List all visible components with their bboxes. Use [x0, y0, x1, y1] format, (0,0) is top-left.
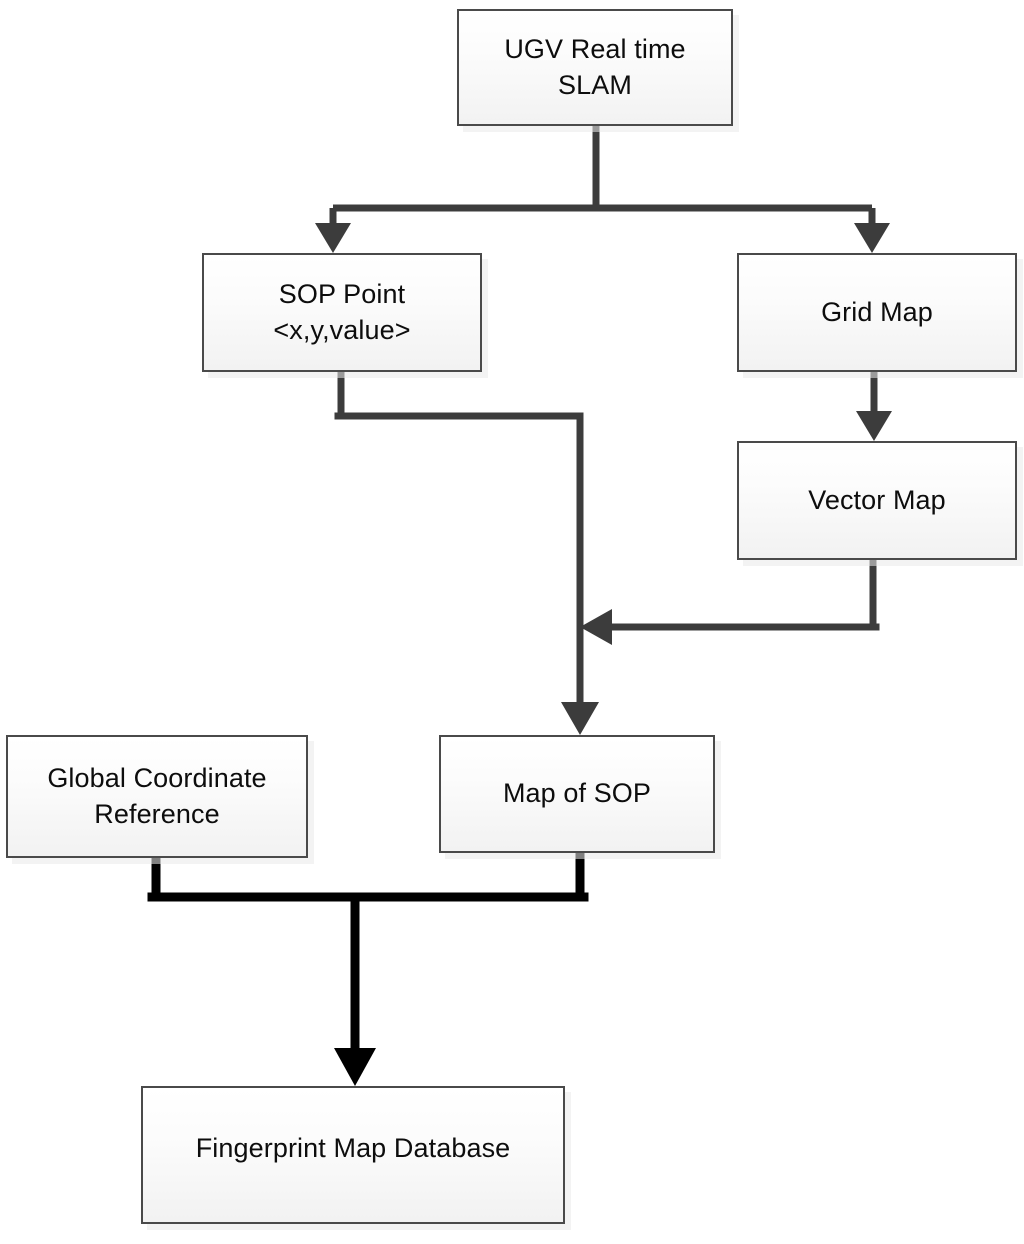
arrowhead-into-sop-trunk — [580, 609, 612, 645]
node-grid-map[interactable]: Grid Map — [737, 253, 1017, 372]
arrowhead-into-sop-point — [315, 223, 351, 253]
node-sop-point[interactable]: SOP Point <x,y,value> — [202, 253, 482, 372]
node-ugv-real-time-slam[interactable]: UGV Real time SLAM — [457, 9, 733, 126]
edge-sop-to-map-of-sop — [334, 368, 584, 710]
node-label-fingerprint-map-database: Fingerprint Map Database — [195, 1133, 511, 1164]
arrowhead-into-fingerprint-map-database — [334, 1048, 376, 1086]
edge-slam-to-children — [329, 126, 876, 228]
arrowhead-into-vector-map — [856, 411, 892, 441]
arrowhead-into-map-of-sop — [561, 702, 599, 735]
node-label-grid-map: Grid Map — [821, 296, 933, 327]
node-global-coordinate-reference[interactable]: Global Coordinate Reference — [6, 735, 308, 858]
node-map-of-sop[interactable]: Map of SOP — [439, 735, 715, 853]
node-label-vector-map: Vector Map — [808, 484, 946, 515]
node-label-map-of-sop: Map of SOP — [502, 778, 652, 809]
node-label-ugv-real-time-slam: UGV Real time SLAM — [504, 34, 686, 100]
node-fingerprint-map-database[interactable]: Fingerprint Map Database — [141, 1086, 565, 1224]
node-label-global-coordinate-reference: Global Coordinate Reference — [47, 763, 267, 829]
node-vector-map[interactable]: Vector Map — [737, 441, 1017, 560]
edge-merge-to-fingerprint — [147, 848, 589, 1057]
edge-vector-to-trunk — [606, 556, 880, 631]
arrowhead-into-grid-map — [854, 223, 890, 253]
node-label-sop-point: SOP Point <x,y,value> — [273, 279, 411, 345]
